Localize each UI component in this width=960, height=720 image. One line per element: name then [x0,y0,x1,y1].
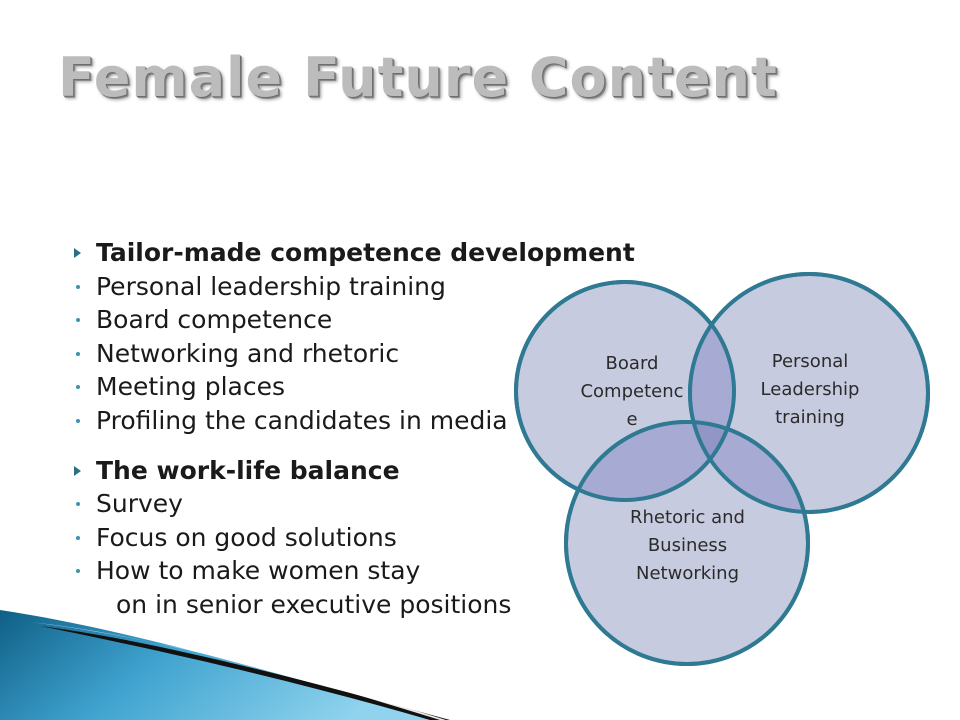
bullet-item: Profiling the candidates in media [68,404,688,438]
venn-outline-board [514,280,736,502]
bullet-text: on in senior executive positions [116,589,512,619]
venn-label-personal: Personal Leadership training [760,351,860,428]
bullet-text: Personal leadership training [96,271,446,301]
venn-label-board: Board Competenc e [580,353,684,430]
bullet-item: Focus on good solutions [68,521,688,555]
bullet-text: The work-life balance [96,455,400,485]
bullet-item: Meeting places [68,370,688,404]
dot-bullet-icon [76,385,80,390]
bullet-item: on in senior executive positions [68,588,688,622]
bullet-item: How to make women stay [68,554,688,588]
bullet-text: Board competence [96,305,333,335]
dot-bullet-icon [76,502,80,507]
venn-outline-personal [688,272,930,514]
bullet-item: Personal leadership training [68,270,688,304]
dot-bullet-icon [76,569,80,574]
dot-bullet-icon [76,535,80,540]
bullet-text: How to make women stay [96,556,421,586]
dot-bullet-icon [76,318,80,323]
swoosh-black-band [40,626,450,720]
bullet-item: Survey [68,487,688,521]
bullet-text: Focus on good solutions [96,522,397,552]
bullet-text: Tailor-made competence development [96,238,635,267]
bullet-item: Networking and rhetoric [68,337,688,371]
venn-overlap-board-rhetoric [566,422,734,500]
venn-label-rhetoric: Rhetoric and Business Networking [630,507,745,584]
bullet-text: Profiling the candidates in media [96,405,508,435]
venn-overlap-personal-rhetoric [690,422,808,512]
page-title: Female Future Content [58,46,778,109]
bullet-heading: Tailor-made competence development [68,236,688,270]
dot-bullet-icon [76,284,80,289]
bullet-text: Networking and rhetoric [96,338,400,368]
bullet-item: Board competence [68,303,688,337]
dot-bullet-icon [76,418,80,423]
arrow-bullet-icon [74,465,81,476]
venn-outline-rhetoric [564,420,810,666]
bullet-heading: The work-life balance [68,454,688,488]
bullet-text: Meeting places [96,372,286,402]
bullet-text: Survey [96,489,183,519]
arrow-bullet-icon [74,248,81,258]
dot-bullet-icon [76,351,80,356]
